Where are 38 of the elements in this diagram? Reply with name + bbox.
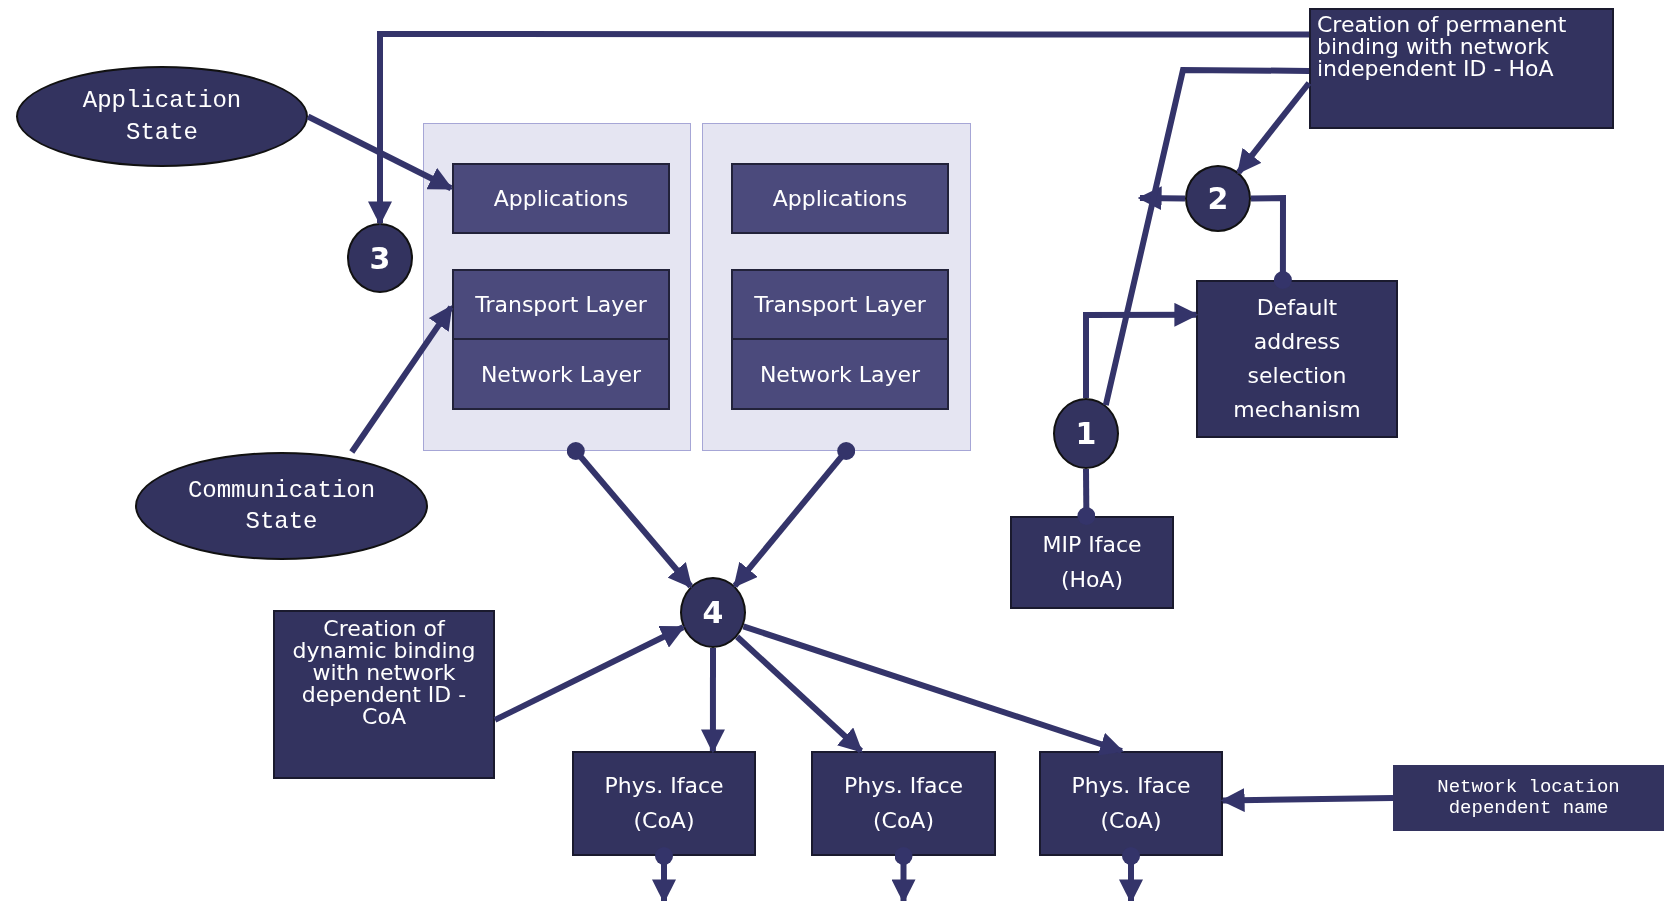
- arrow: [1137, 186, 1186, 211]
- arrow: [1220, 788, 1394, 813]
- step-number-circle: 1: [1053, 398, 1119, 469]
- arrow: [349, 305, 454, 454]
- arrow: [732, 442, 856, 588]
- process-box: Creation of permanent binding with network independent ID - HoA: [1309, 8, 1614, 129]
- process-box: Network location dependent name: [1393, 765, 1664, 831]
- arrow: [493, 624, 686, 723]
- arrow: [566, 442, 693, 589]
- layer-box: Transport Layer: [731, 269, 949, 340]
- process-box: Default address selection mechanism: [1196, 280, 1398, 438]
- arrow: [306, 113, 454, 191]
- layer-box: Applications: [731, 163, 949, 234]
- process-box: Phys. Iface (CoA): [572, 751, 756, 856]
- arrow: [368, 31, 1309, 226]
- arrow: [1236, 81, 1312, 175]
- arrow: [652, 847, 676, 901]
- process-box: Phys. Iface (CoA): [811, 751, 996, 856]
- state-ellipse: Communication State: [135, 452, 428, 560]
- layer-box: Applications: [452, 163, 670, 234]
- process-box: Phys. Iface (CoA): [1039, 751, 1223, 856]
- protocol-stack-panel: [702, 123, 971, 451]
- arrow: [1119, 847, 1143, 901]
- step-number-circle: 2: [1185, 165, 1251, 232]
- process-box: MIP Iface (HoA): [1010, 516, 1174, 609]
- process-box: Creation of dynamic binding with network dependent ID - CoA: [273, 610, 495, 779]
- layer-box: Network Layer: [452, 338, 670, 410]
- arrow: [891, 847, 916, 901]
- layer-box: Transport Layer: [452, 269, 670, 340]
- step-number-circle: 3: [347, 223, 413, 293]
- arrow: [742, 623, 1125, 756]
- layer-box: Network Layer: [731, 338, 949, 410]
- step-number-circle: 4: [680, 577, 746, 648]
- arrow: [700, 648, 725, 754]
- state-ellipse: Application State: [16, 66, 308, 167]
- protocol-stack-panel: [423, 123, 691, 451]
- arrow: [735, 634, 864, 754]
- arrow: [1083, 302, 1199, 398]
